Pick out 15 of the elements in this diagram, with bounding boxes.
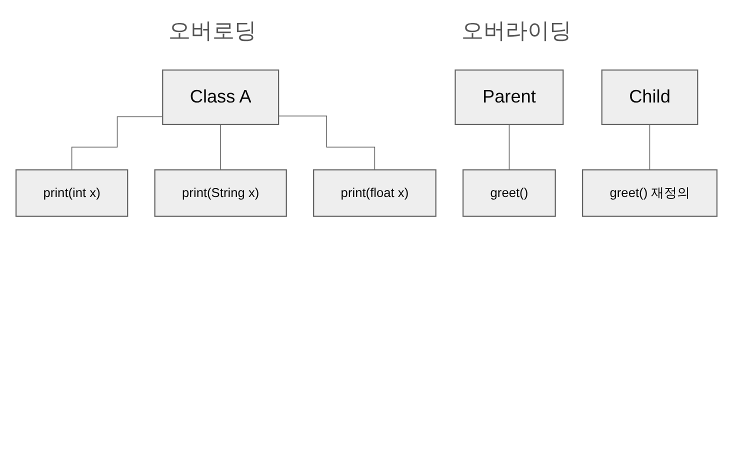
node-box: greet() — [462, 169, 556, 217]
section-heading: 오버로딩 — [168, 17, 257, 45]
node-box: Child — [601, 69, 698, 126]
connector — [220, 124, 221, 170]
node-box: greet() 재정의 — [582, 169, 718, 217]
connector — [278, 116, 376, 170]
connector — [71, 116, 163, 170]
section-heading: 오버라이딩 — [461, 17, 572, 45]
node-box: print(float x) — [313, 169, 436, 217]
node-box: Class A — [162, 69, 280, 126]
connector — [649, 124, 650, 170]
connector — [508, 124, 510, 170]
node-box: Parent — [454, 69, 564, 126]
node-box: print(String x) — [154, 169, 287, 217]
node-box: print(int x) — [15, 169, 128, 217]
